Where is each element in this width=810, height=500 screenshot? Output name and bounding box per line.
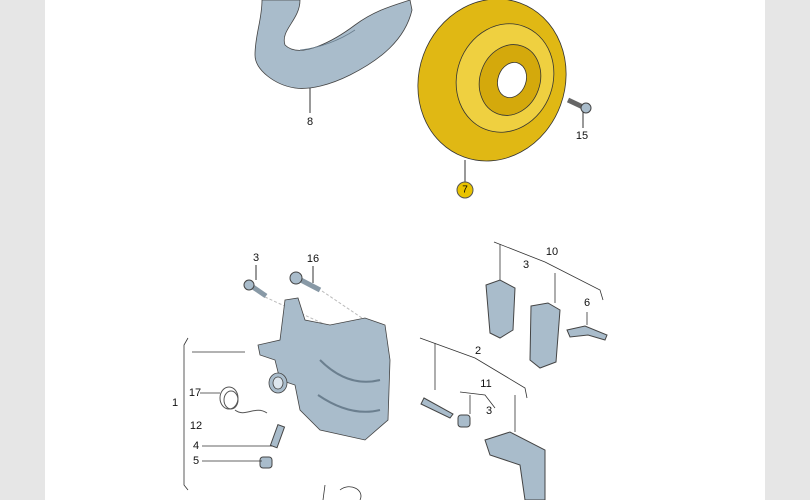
label-spring: 17 xyxy=(188,387,202,399)
label-caliper-housing: 1 xyxy=(171,397,179,409)
label-caliper-sub: 12 xyxy=(189,420,203,432)
parts-diagram: 8 7 15 3 16 10 3 6 2 11 3 1 17 12 4 5 xyxy=(45,0,765,500)
label-brake-disc: 7 xyxy=(456,181,474,199)
label-bush-sub: 3 xyxy=(485,405,493,417)
label-pad-sub: 3 xyxy=(522,259,530,271)
label-bleeder-cap: 5 xyxy=(192,455,200,467)
brake-pads xyxy=(485,279,608,369)
splash-shield xyxy=(254,0,413,89)
label-guide-kit: 2 xyxy=(474,345,482,357)
label-bush-kit: 11 xyxy=(480,378,492,390)
label-disc-screw: 15 xyxy=(575,130,589,142)
label-splash-shield: 8 xyxy=(306,116,314,128)
bleeder-valve xyxy=(259,423,286,469)
label-bolt-16: 16 xyxy=(306,253,320,265)
label-pad-clip: 6 xyxy=(583,297,591,309)
spring xyxy=(219,386,268,414)
label-pad-set: 10 xyxy=(545,246,559,258)
bolts xyxy=(243,271,322,299)
disc-screw xyxy=(566,97,592,114)
label-bleeder-valve: 4 xyxy=(192,440,200,452)
leader-lines xyxy=(183,241,604,500)
brake-disc xyxy=(417,0,567,162)
guide-pins xyxy=(420,397,546,500)
brake-caliper xyxy=(257,297,391,441)
diagram-illustration xyxy=(183,0,608,500)
label-bolt: 3 xyxy=(252,252,260,264)
